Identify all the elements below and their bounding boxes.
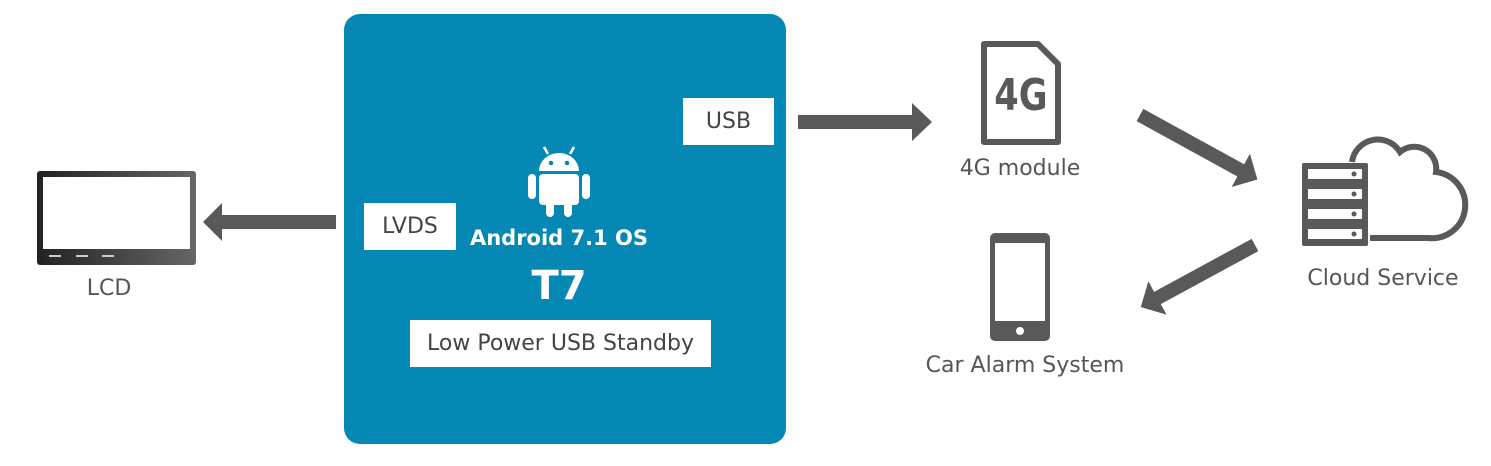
cloud-server-icon	[1302, 136, 1469, 246]
car-alarm-label: Car Alarm System	[925, 353, 1125, 378]
sim-4g-text: 4G	[994, 70, 1048, 121]
arrow-lvds-to-lcd	[203, 203, 336, 241]
arrow-usb-to-4g	[798, 103, 932, 141]
arrow-4g-to-cloud	[1136, 108, 1258, 188]
smartphone-icon	[990, 233, 1050, 341]
os-label: Android 7.1 OS	[469, 226, 649, 250]
usb-label: USB	[683, 98, 774, 145]
chip-label: T7	[531, 263, 587, 309]
lcd-label: LCD	[86, 276, 132, 301]
lcd-monitor-icon	[37, 171, 196, 265]
cloud-service-label: Cloud Service	[1307, 266, 1459, 291]
android-icon	[528, 146, 590, 217]
standby-label: Low Power USB Standby	[410, 320, 711, 367]
arrow-cloud-to-alarm	[1140, 238, 1259, 315]
4g-module-label: 4G module	[959, 156, 1081, 181]
lvds-label: LVDS	[364, 203, 456, 250]
sim-4g-icon	[981, 41, 1061, 145]
